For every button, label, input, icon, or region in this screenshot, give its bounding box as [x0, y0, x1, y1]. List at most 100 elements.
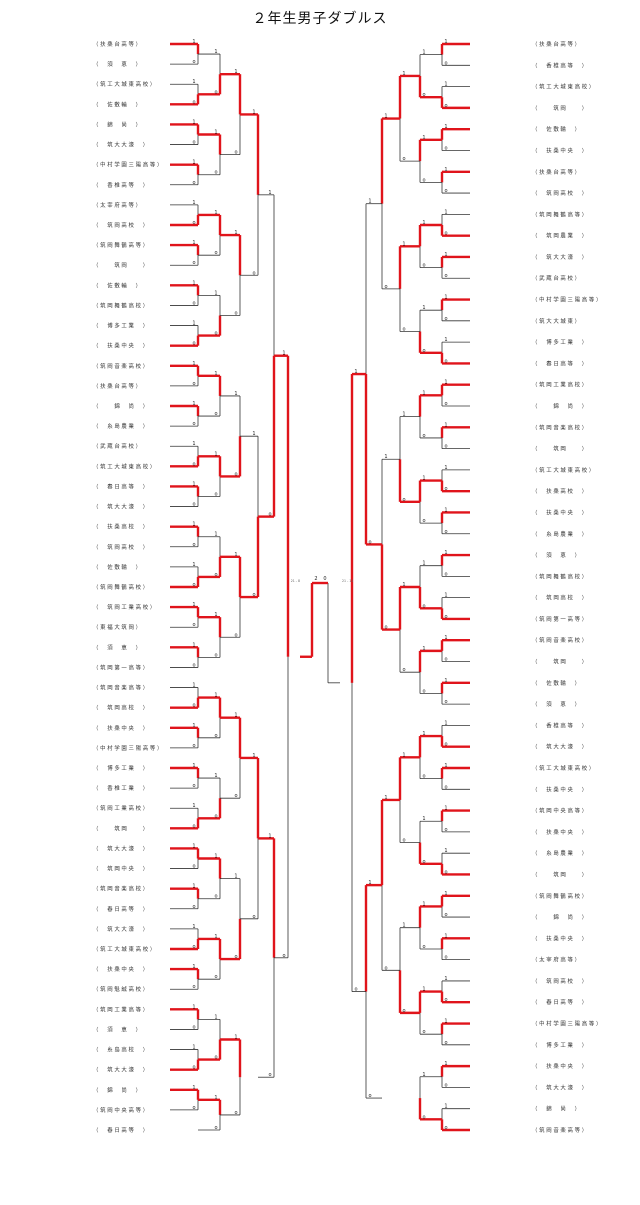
- right-team-school: （ 太 宰 府 高 等 ）: [532, 956, 580, 964]
- right-score-mark: 1: [354, 369, 357, 375]
- left-score-mark: o: [214, 411, 217, 417]
- right-score-mark: 1: [444, 380, 447, 386]
- right-score-mark: o: [444, 827, 447, 833]
- right-score-mark: 1: [402, 582, 405, 588]
- right-score-mark: o: [444, 103, 447, 109]
- right-score-mark: 1: [444, 82, 447, 88]
- left-team-school: （ 春 日 高 等 ）: [93, 482, 148, 490]
- left-score-mark: o: [214, 1055, 217, 1061]
- left-team-school: （ 筑 岡 舞 鶴 高 校 ）: [93, 301, 148, 309]
- left-score-mark: o: [214, 1125, 217, 1131]
- left-score-mark: o: [234, 632, 237, 638]
- right-score-mark: o: [444, 869, 447, 875]
- left-score-mark: o: [214, 733, 217, 739]
- right-score-mark: 1: [444, 295, 447, 301]
- left-score-mark: 1: [192, 843, 195, 849]
- right-score-mark: 1: [384, 454, 387, 460]
- right-team-school: （ 扶 桑 中 央 ）: [532, 785, 587, 793]
- right-team-school: （ 筑 岡 舞 鶴 高 校 ）: [532, 892, 587, 900]
- right-score-mark: o: [444, 742, 447, 748]
- right-team-school: （ 筑 工 大 城 東 高 校 ）: [532, 466, 594, 474]
- right-player-names: （ 扶 桑 台 高 等 ）（ 香 椎 高 等 ）（ 筑 工 大 城 東 高 校 …: [532, 40, 601, 1134]
- left-team-school: （ 筑 大 大 濠 ）: [93, 141, 148, 149]
- final-game-score-left: 21 - 8: [291, 579, 300, 583]
- left-score-mark: 1: [192, 803, 195, 809]
- left-team-school: （ 佐 敷 輪 ）: [93, 100, 141, 108]
- left-score-mark: 1: [192, 200, 195, 206]
- left-team-school: （ 筑 岡 第 一 高 等 ）: [93, 663, 148, 671]
- left-team-school: （ 扶 桑 中 央 ）: [93, 342, 148, 350]
- right-team-school: （ 扶 桑 中 央 ）: [532, 508, 587, 516]
- right-score-mark: o: [422, 774, 425, 780]
- left-team-school: （ 扶 桑 高 校 ）: [93, 523, 148, 531]
- right-score-mark: 1: [444, 1104, 447, 1110]
- right-team-school: （ 佐 敷 輪 ）: [532, 679, 580, 687]
- left-score-mark: o: [214, 492, 217, 498]
- left-score-mark: 1: [234, 230, 237, 236]
- right-team-school: （ 筑 岡 ）: [532, 658, 587, 666]
- final-score-right: 0: [323, 576, 326, 582]
- right-score-mark: 1: [402, 752, 405, 758]
- left-score-mark: o: [214, 974, 217, 980]
- right-score-mark: o: [368, 539, 371, 545]
- right-score-mark: o: [444, 699, 447, 705]
- left-score-mark: 1: [192, 1004, 195, 1010]
- right-score-mark: 1: [402, 71, 405, 77]
- right-score-mark: o: [444, 784, 447, 790]
- left-score-mark: o: [192, 180, 195, 186]
- left-team-school: （ 筑 岡 中 央 ）: [93, 865, 148, 873]
- left-score-mark: o: [192, 823, 195, 829]
- right-score-mark: 1: [402, 241, 405, 247]
- left-score-mark: o: [234, 150, 237, 156]
- left-score-mark: o: [192, 944, 195, 950]
- left-score-mark: 1: [192, 280, 195, 286]
- right-score-mark: o: [422, 348, 425, 354]
- right-score-mark: o: [422, 859, 425, 865]
- left-team-school: （ 筑 岡 音 楽 高 校 ）: [93, 885, 148, 893]
- left-team-school: （ 筑 岡 工 業 高 等 ）: [93, 1005, 148, 1013]
- left-score-mark: o: [234, 1110, 237, 1116]
- right-score-mark: o: [444, 358, 447, 364]
- left-team-school: （ 筑 岡 舞 鶴 高 校 ）: [93, 583, 148, 591]
- left-score-mark: 1: [214, 1014, 217, 1020]
- left-team-school: （ 筑 岡 工 業 高 校 ）: [93, 804, 148, 812]
- right-score-mark: 1: [422, 305, 425, 311]
- right-team-school: （ 扶 桑 中 央 ）: [532, 146, 587, 154]
- left-score-mark: o: [214, 250, 217, 256]
- right-team-school: （ 筑 岡 ）: [532, 104, 587, 112]
- left-score-mark: o: [192, 260, 195, 266]
- right-score-mark: o: [444, 145, 447, 151]
- right-team-school: （ 筑 岡 音 楽 高 校 ）: [532, 423, 587, 431]
- right-team-school: （ 筑 岡 高 校 ）: [532, 594, 587, 602]
- left-score-mark: 1: [192, 763, 195, 769]
- right-score-mark: o: [422, 944, 425, 950]
- right-team-school: （ 香 椎 高 等 ）: [532, 721, 587, 729]
- right-team-school: （ 扶 桑 中 央 ）: [532, 1062, 587, 1070]
- left-score-mark: 1: [268, 833, 271, 839]
- left-team-school: （ 筑 工 大 城 東 高 校 ）: [93, 80, 155, 88]
- left-score-mark: 1: [214, 290, 217, 296]
- right-score-mark: 1: [402, 412, 405, 418]
- left-score-mark: o: [252, 592, 255, 598]
- right-team-school: （ 筑 岡 中 央 高 等 ）: [532, 807, 587, 815]
- right-score-mark: o: [444, 316, 447, 322]
- right-team-school: （ 筑 岡 ）: [532, 445, 587, 453]
- right-score-mark: o: [444, 1040, 447, 1046]
- right-team-school: （ 中 村 学 園 三 陽 高 等 ）: [532, 1020, 601, 1028]
- final-score-left: 2: [314, 576, 317, 582]
- right-team-school: （ 扶 桑 中 央 ）: [532, 934, 587, 942]
- left-score-mark: 1: [192, 522, 195, 528]
- right-score-mark: 1: [368, 199, 371, 205]
- left-team-school: （ 筑 工 大 城 東 高 校 ）: [93, 462, 155, 470]
- left-team-school: （ 扶 桑 台 高 等 ）: [93, 40, 141, 48]
- left-team-school: （ 筑 工 大 城 東 高 校 ）: [93, 945, 155, 953]
- left-score-mark: o: [214, 170, 217, 176]
- right-team-school: （ 筑 岡 工 業 高 校 ）: [532, 381, 587, 389]
- right-score-mark: 1: [444, 976, 447, 982]
- left-score-mark: 1: [192, 924, 195, 930]
- right-team-school: （ 博 多 工 業 ）: [532, 1041, 587, 1049]
- right-score-mark: o: [422, 603, 425, 609]
- left-team-school: （ 筑 岡 ）: [93, 261, 148, 269]
- page-title: ２年生男子ダブルス: [252, 11, 388, 27]
- left-team-school: （ 筑 岡 魁 誠 高 校 ）: [93, 985, 148, 993]
